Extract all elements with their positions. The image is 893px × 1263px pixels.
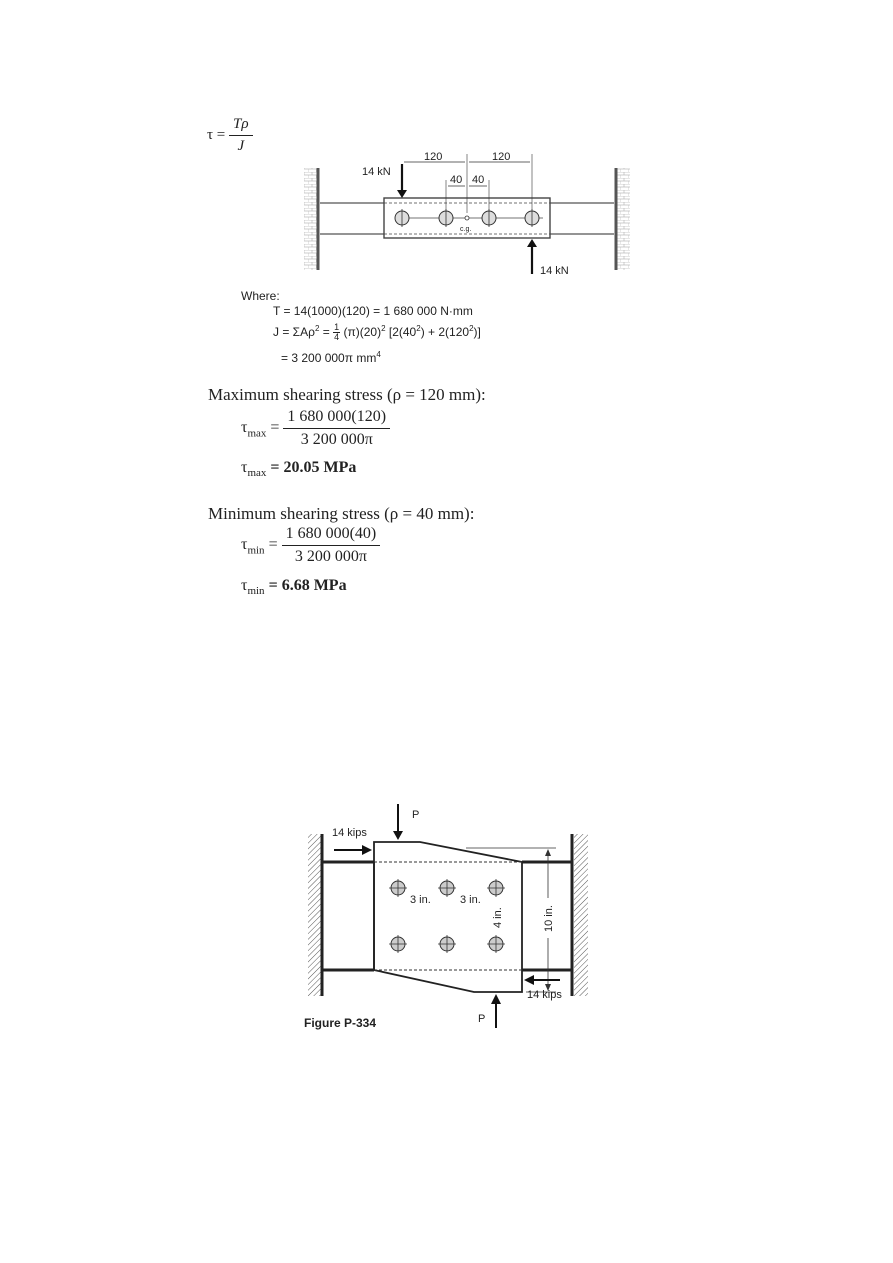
sup: 2 bbox=[314, 324, 320, 333]
dim-left: 120 bbox=[424, 151, 442, 163]
formula-denominator: J bbox=[237, 138, 245, 154]
bolt-icon bbox=[438, 879, 456, 897]
tau-symbol: τ bbox=[241, 419, 248, 437]
dim-right: 120 bbox=[492, 151, 510, 163]
formula-lhs: τ = bbox=[207, 126, 226, 143]
right-wall bbox=[574, 834, 588, 996]
load-bottom-label: 14 kN bbox=[540, 265, 569, 277]
min-denominator: 3 200 000π bbox=[294, 548, 367, 565]
bolt-icon bbox=[389, 935, 407, 953]
sup: 2 bbox=[416, 324, 421, 333]
arrow-down-icon bbox=[393, 831, 403, 840]
p-top-label: P bbox=[412, 809, 419, 821]
p-bottom-label: P bbox=[478, 1013, 485, 1025]
tau-symbol: τ bbox=[241, 459, 248, 476]
j-text-f: )] bbox=[473, 325, 481, 339]
equals-sign: = bbox=[270, 419, 280, 437]
min-result-value: 6.68 MPa bbox=[281, 577, 347, 594]
bolt-icon bbox=[389, 879, 407, 897]
min-stress-equation: τmin = 1 680 000(40) 3 200 000π bbox=[241, 525, 381, 566]
arrow-up-icon bbox=[491, 994, 501, 1004]
load-left-label: 14 kips bbox=[332, 827, 367, 839]
j-result: = 3 200 000π mm bbox=[281, 351, 377, 366]
dim-inner-left: 40 bbox=[450, 174, 462, 186]
dim-4in: 4 in. bbox=[492, 907, 504, 928]
arrow-right-icon bbox=[362, 845, 372, 855]
arrow-up-icon bbox=[545, 849, 551, 856]
dim-3in-b: 3 in. bbox=[460, 894, 481, 906]
bolt-icon bbox=[394, 209, 410, 227]
left-wall bbox=[308, 834, 322, 996]
min-stress-fraction: 1 680 000(40) 3 200 000π bbox=[281, 525, 381, 566]
right-wall bbox=[616, 168, 630, 270]
sup: 4 bbox=[376, 350, 381, 360]
formula-fraction: Tρ J bbox=[229, 116, 253, 155]
tau-subscript: min bbox=[247, 585, 265, 598]
max-result-value: 20.05 MPa bbox=[283, 459, 357, 476]
tau-subscript: max bbox=[247, 467, 267, 480]
load-right-label: 14 kips bbox=[527, 989, 562, 1001]
tau-symbol: τ bbox=[241, 536, 248, 554]
arrow-down-icon bbox=[545, 984, 551, 991]
torsion-formula: τ = Tρ J bbox=[207, 116, 253, 155]
torque-line: T = 14(1000)(120) = 1 680 000 N·mm bbox=[273, 304, 473, 318]
sup: 2 bbox=[469, 324, 474, 333]
tau-symbol: τ bbox=[241, 577, 248, 594]
frac-num: 1 bbox=[333, 322, 341, 334]
bolted-connection-figure-p334: 3 in. 3 in. 4 in. 10 in. P P 14 kips 14 … bbox=[308, 804, 588, 1028]
equals-sign: = bbox=[268, 536, 278, 554]
left-wall bbox=[304, 168, 318, 270]
bolt-icon bbox=[524, 209, 540, 227]
formula-numerator: Tρ bbox=[229, 116, 253, 136]
bolt-icon bbox=[487, 935, 505, 953]
max-stress-fraction: 1 680 000(120) 3 200 000π bbox=[283, 408, 391, 449]
max-stress-heading: Maximum shearing stress (ρ = 120 mm): bbox=[208, 385, 486, 404]
min-numerator: 1 680 000(40) bbox=[281, 525, 381, 546]
arrow-up-icon bbox=[527, 239, 537, 247]
frac-den: 4 bbox=[334, 332, 340, 343]
cg-label: c.g. bbox=[460, 226, 471, 233]
max-stress-result: τmax = 20.05 MPa bbox=[241, 459, 356, 479]
bolt-icon bbox=[438, 935, 456, 953]
j-text-d: [2(40 bbox=[388, 325, 417, 339]
dim-inner-right: 40 bbox=[472, 174, 484, 186]
bolt-icon bbox=[487, 879, 505, 897]
bolt-icon bbox=[438, 209, 454, 227]
min-stress-heading: Minimum shearing stress (ρ = 40 mm): bbox=[208, 504, 475, 523]
arrow-down-icon bbox=[397, 190, 407, 198]
equals-sign: = bbox=[268, 577, 278, 594]
tau-subscript: min bbox=[247, 544, 265, 557]
where-block: Where: T = 14(1000)(120) = 1 680 000 N·m… bbox=[241, 289, 481, 365]
dim-10in: 10 in. bbox=[543, 905, 555, 932]
centroid-marker bbox=[464, 215, 470, 221]
sup: 2 bbox=[381, 324, 386, 333]
arrow-left-icon bbox=[524, 975, 534, 985]
load-top-label: 14 kN bbox=[362, 166, 391, 178]
j-text-e: ) + 2(120 bbox=[420, 325, 470, 339]
j-text-a: J = ΣAρ bbox=[273, 325, 315, 339]
equals-sign: = bbox=[270, 459, 280, 476]
tau-subscript: max bbox=[247, 427, 267, 440]
dim-3in-a: 3 in. bbox=[410, 894, 431, 906]
max-numerator: 1 680 000(120) bbox=[283, 408, 391, 429]
max-denominator: 3 200 000π bbox=[300, 431, 373, 448]
j-text-c: (π)(20) bbox=[343, 325, 382, 339]
where-label: Where: bbox=[241, 289, 280, 303]
bolted-connection-figure-1: c.g. 120 120 40 40 14 kN 14 kN bbox=[304, 151, 630, 277]
min-stress-result: τmin = 6.68 MPa bbox=[241, 577, 347, 597]
j-text-b: = bbox=[322, 325, 330, 339]
bolt-icon bbox=[481, 209, 497, 227]
polar-moment-result: = 3 200 000π mm4 bbox=[281, 348, 481, 365]
figure-caption: Figure P-334 bbox=[304, 1016, 377, 1030]
max-stress-equation: τmax = 1 680 000(120) 3 200 000π bbox=[241, 408, 391, 449]
